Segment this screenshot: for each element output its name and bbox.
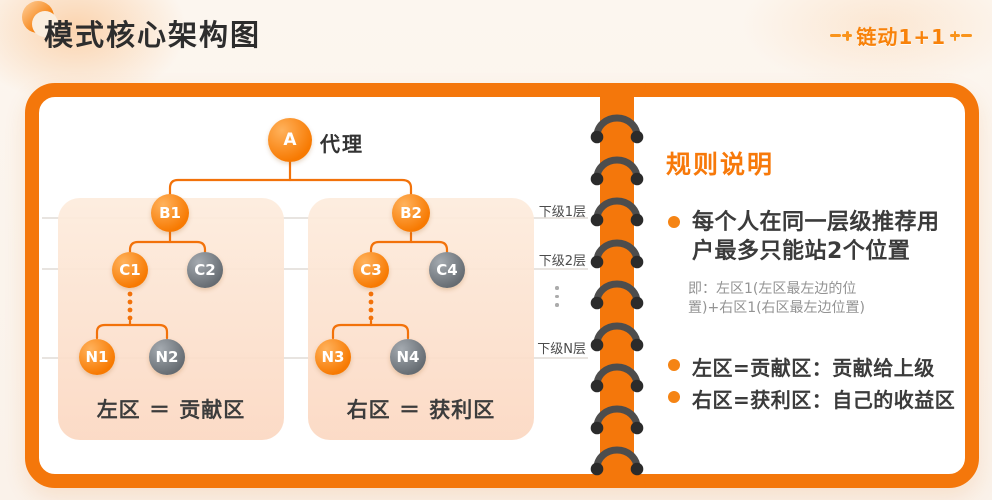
ellipsis-dots: [555, 286, 559, 307]
quote-mark-icon: [22, 1, 58, 37]
bullet-icon: [668, 216, 680, 228]
rules-heading: 规则说明: [666, 150, 775, 179]
sparkle-icon: [830, 30, 853, 41]
node-c4: C4: [429, 252, 465, 288]
node-c2: C2: [187, 252, 223, 288]
right-zone-box: 右区 ＝ 获利区: [308, 198, 534, 440]
node-n3: N3: [315, 339, 351, 375]
brand-label: 链动1+1: [856, 25, 946, 49]
node-c1: C1: [112, 252, 148, 288]
rule-text: 右区=获利区：自己的收益区: [692, 388, 956, 412]
left-zone-label: 左区 ＝ 贡献区: [96, 398, 246, 422]
binder-ring-icon: [590, 156, 644, 186]
page-title: 模式核心架构图: [44, 18, 262, 52]
brand-badge: 链动1+1: [830, 21, 972, 50]
binder-ring-icon: [590, 280, 644, 310]
tree-connectors: [95, 160, 449, 340]
rule-item-1: 每个人在同一层级推荐用户最多只能站2个位置: [668, 208, 952, 267]
binder-ring-icon: [590, 405, 644, 435]
binder-ring-icon: [590, 322, 644, 352]
rule-item-2: 左区=贡献区：贡献给上级: [668, 352, 935, 381]
node-n2: N2: [149, 339, 185, 375]
level-label-1: 下级1层: [538, 205, 586, 220]
node-c3: C3: [353, 252, 389, 288]
rule-note: 即：左区1(左区最左边的位置)+右区1(右区最左边位置): [688, 281, 866, 316]
level-label-2: 下级2层: [538, 254, 586, 269]
node-b2: B2: [392, 194, 430, 232]
binder-ring-icon: [590, 239, 644, 269]
binder-ring-icon: [590, 114, 644, 144]
right-zone-label: 右区 ＝ 获利区: [346, 398, 496, 422]
root-caption: 代理: [320, 132, 364, 156]
node-n1: N1: [79, 339, 115, 375]
sparkle-icon: [949, 30, 972, 41]
node-n4: N4: [390, 339, 426, 375]
node-b1: B1: [151, 194, 189, 232]
level-label-n: 下级N层: [537, 342, 586, 357]
binder-ring-icon: [590, 363, 644, 393]
node-a: A: [268, 118, 312, 162]
binder-ring-icon: [590, 446, 644, 476]
bullet-icon: [668, 359, 680, 371]
rule-text: 每个人在同一层级推荐用户最多只能站2个位置: [692, 210, 940, 265]
rule-text: 左区=贡献区：贡献给上级: [692, 356, 935, 380]
bullet-icon: [668, 391, 680, 403]
binder-ring-icon: [590, 197, 644, 227]
rule-item-3: 右区=获利区：自己的收益区: [668, 384, 955, 413]
